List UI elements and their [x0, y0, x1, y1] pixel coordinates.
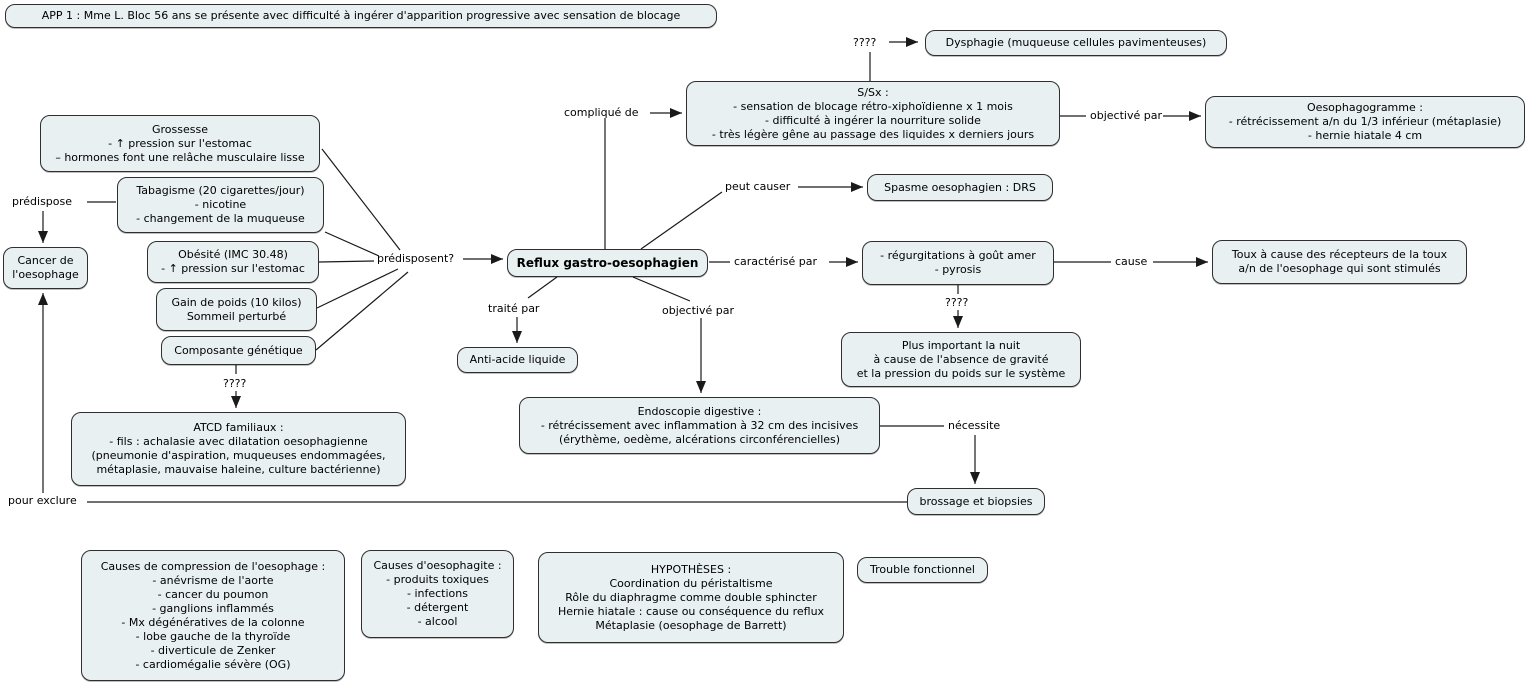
node-trouble-fonctionnel[interactable]: Trouble fonctionnel	[857, 557, 988, 583]
node-plus-important-la-nuit[interactable]: Plus important la nuit à cause de l'abse…	[841, 332, 1081, 387]
node-signes-symptomes[interactable]: S/Sx : - sensation de blocage rétro-xiph…	[686, 81, 1060, 146]
node-anti-acide-liquide[interactable]: Anti-acide liquide	[457, 347, 578, 373]
node-hypotheses[interactable]: HYPOTHÈSES : Coordination du péristaltis…	[538, 552, 844, 643]
node-grossesse[interactable]: Grossesse - ↑ pression sur l'estomac – h…	[40, 115, 320, 172]
link-label-necessite[interactable]: nécessite	[948, 419, 1001, 432]
node-dysphagie[interactable]: Dysphagie (muqueuse cellules pavimenteus…	[925, 30, 1227, 56]
connector-grossesse-to-predisposent	[321, 148, 401, 251]
connector-gain-to-predisposent	[316, 268, 399, 309]
node-causes-oesophagite[interactable]: Causes d'oesophagite : - produits toxiqu…	[361, 550, 514, 638]
node-spasme-oesophagien[interactable]: Spasme oesophagien : DRS	[867, 174, 1053, 201]
link-label-cause[interactable]: cause	[1115, 255, 1148, 268]
link-label-peut-causer[interactable]: peut causer	[725, 180, 791, 193]
node-obesite[interactable]: Obésité (IMC 30.48) - ↑ pression sur l'e…	[147, 241, 319, 283]
connector-reflux-to-objective-bas	[632, 276, 691, 302]
node-gain-de-poids[interactable]: Gain de poids (10 kilos) Sommeil perturb…	[156, 288, 317, 331]
link-label-q-atcd[interactable]: ????	[223, 377, 247, 390]
link-label-objective-par-haut[interactable]: objectivé par	[1090, 109, 1162, 122]
link-label-objective-par-bas[interactable]: objectivé par	[662, 304, 734, 317]
link-label-predisposent[interactable]: prédisposent?	[377, 252, 455, 265]
node-atcd-familiaux[interactable]: ATCD familiaux : - fils : achalasie avec…	[71, 412, 406, 486]
node-composante-genetique[interactable]: Composante génétique	[161, 336, 316, 365]
node-oesophagogramme[interactable]: Oesophagogramme : - rétrécissement a/n d…	[1205, 96, 1525, 148]
connector-tabagisme-to-predisposent	[324, 231, 380, 257]
link-label-traite-par[interactable]: traité par	[488, 302, 540, 315]
link-label-q-nuit[interactable]: ????	[945, 296, 969, 309]
link-label-predispose[interactable]: prédispose	[12, 195, 73, 208]
connector-obesite-to-predisposent	[318, 260, 375, 263]
node-reflux-gastro-oesophagien[interactable]: Reflux gastro-oesophagien	[507, 249, 708, 277]
node-brossage-biopsies[interactable]: brossage et biopsies	[907, 488, 1045, 515]
node-regurgitations-pyrosis[interactable]: - régurgitations à goût amer - pyrosis	[862, 241, 1054, 285]
node-app1-case[interactable]: APP 1 : Mme L. Bloc 56 ans se présente a…	[5, 4, 717, 28]
node-endoscopie-digestive[interactable]: Endoscopie digestive : - rétrécissement …	[519, 397, 880, 454]
node-cancer-oesophage[interactable]: Cancer de l'oesophage	[3, 247, 88, 289]
node-tabagisme[interactable]: Tabagisme (20 cigarettes/jour) - nicotin…	[117, 177, 324, 233]
connector-reflux-to-peut-causer	[640, 191, 723, 250]
link-label-q-dysphagie[interactable]: ????	[853, 36, 877, 49]
node-causes-compression[interactable]: Causes de compression de l'oesophage : -…	[81, 550, 345, 681]
link-label-caracterise-par[interactable]: caractérisé par	[734, 255, 817, 268]
link-label-complique-de[interactable]: compliqué de	[564, 106, 639, 119]
node-toux-recepteurs[interactable]: Toux à cause des récepteurs de la toux a…	[1212, 240, 1467, 284]
link-label-pour-exclure[interactable]: pour exclure	[8, 494, 77, 507]
connector-reflux-to-traite	[527, 276, 558, 299]
connector-composante-to-predisposent	[315, 271, 409, 351]
